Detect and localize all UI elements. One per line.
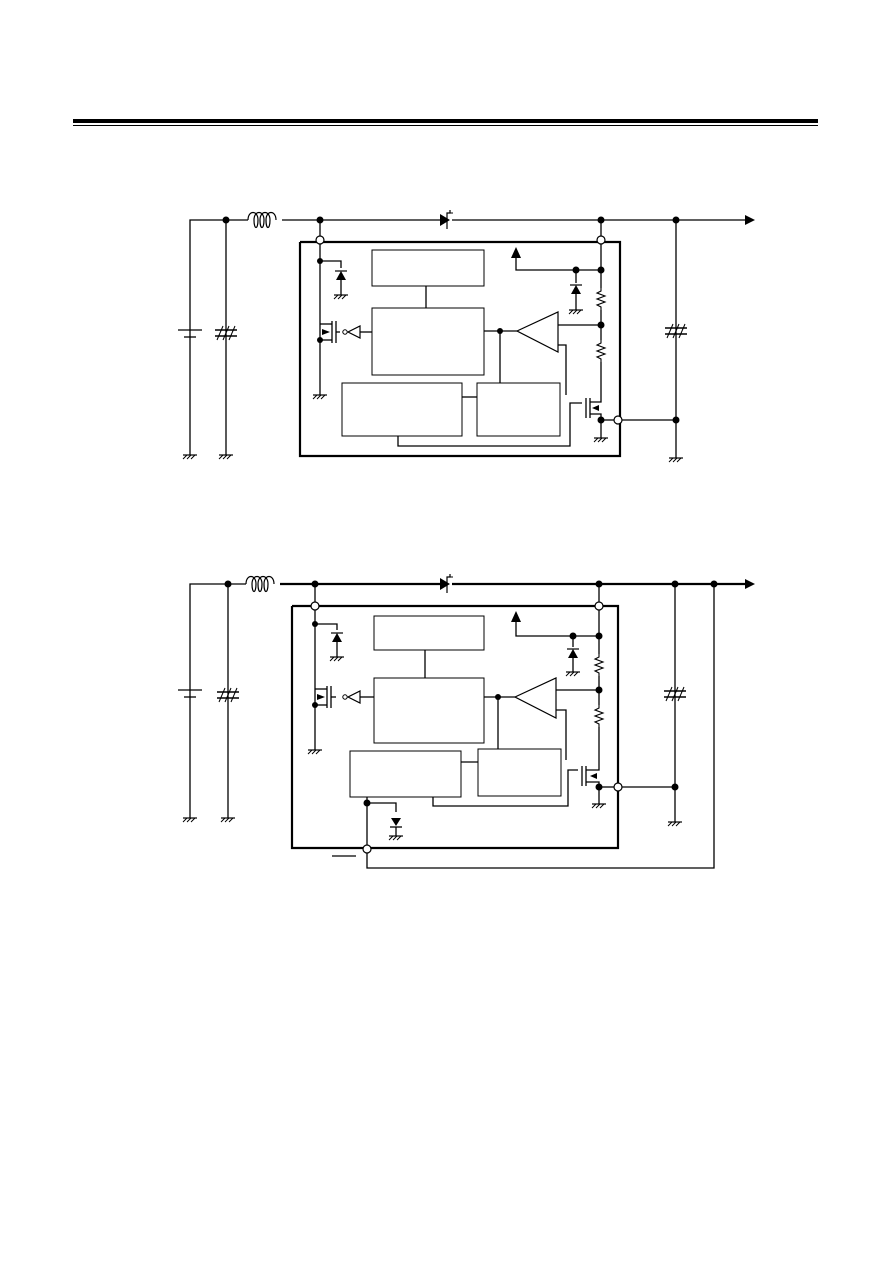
resistor-icon	[596, 287, 606, 311]
resistor-icon	[594, 653, 604, 677]
block-bottom-right	[476, 382, 561, 437]
pin-vout	[594, 601, 604, 611]
resistor-icon	[594, 704, 604, 728]
block-bottom-left	[349, 750, 462, 798]
ground-icon	[591, 803, 607, 809]
pin-lx	[315, 235, 325, 245]
resistor-icon	[596, 339, 606, 363]
ic-outline	[290, 604, 620, 850]
inductor-icon	[245, 575, 275, 593]
ground-icon	[182, 817, 198, 823]
ground-icon	[568, 309, 584, 315]
zener-diode-icon	[569, 284, 583, 295]
ground-icon	[667, 821, 683, 827]
pin-ce	[613, 782, 623, 792]
output-arrow-icon	[745, 215, 755, 225]
inverter-icon	[346, 690, 361, 704]
pin-vout	[596, 235, 606, 245]
ground-icon	[565, 671, 581, 677]
inverter-icon	[346, 325, 361, 339]
comparator-icon	[515, 311, 559, 353]
ground-icon	[668, 457, 684, 463]
ground-icon	[312, 394, 328, 400]
ground-icon	[218, 454, 234, 460]
header-rule-thick	[73, 119, 818, 123]
zener-diode-icon	[566, 648, 580, 659]
block-top	[371, 249, 485, 287]
ground-icon	[388, 835, 404, 841]
schottky-diode-icon	[439, 573, 454, 594]
ground-icon	[220, 817, 236, 823]
vref-arrow-icon	[511, 611, 521, 622]
zener-diode-icon	[330, 632, 344, 643]
ground-icon	[593, 437, 609, 443]
pin-lx	[310, 601, 320, 611]
circuit-1	[178, 209, 755, 463]
ground-icon	[307, 749, 323, 755]
comparator-icon	[513, 677, 557, 719]
zener-diode-icon	[334, 270, 348, 281]
ground-icon	[329, 656, 345, 662]
block-bottom-right	[477, 748, 562, 797]
block-top	[373, 615, 485, 651]
ground-icon	[182, 454, 198, 460]
inductor-icon	[247, 211, 277, 229]
block-bottom-left	[341, 382, 463, 437]
pin-ce	[613, 415, 623, 425]
vref-arrow-icon	[511, 247, 521, 258]
ic-outline	[298, 240, 622, 458]
diode-icon	[391, 818, 401, 826]
circuit-2	[178, 573, 755, 869]
header-rule-thin	[73, 125, 818, 126]
output-arrow-icon	[745, 579, 755, 589]
schottky-diode-icon	[439, 209, 454, 230]
block-control	[371, 307, 485, 376]
block-control	[373, 677, 485, 744]
pin-vdd	[362, 844, 372, 854]
ground-icon	[333, 294, 349, 300]
